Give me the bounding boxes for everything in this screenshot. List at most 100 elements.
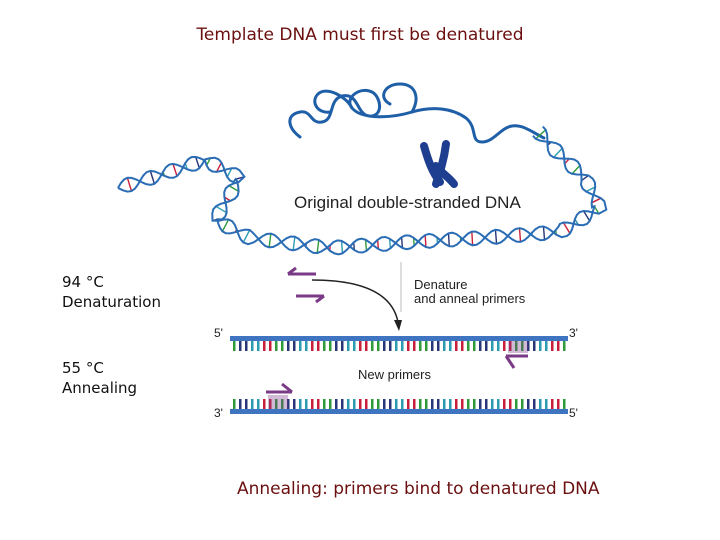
nucleotide-base [413, 399, 416, 409]
nucleotide-base [305, 399, 308, 409]
new-primers-label: New primers [358, 367, 431, 382]
nucleotide-base [359, 341, 362, 351]
helix-backbone [117, 125, 608, 256]
step-name: Annealing [62, 379, 138, 397]
helix-base-pair [471, 231, 474, 246]
nucleotide-base [557, 399, 560, 409]
helix-base-pair [194, 156, 201, 169]
nucleotide-base [269, 341, 272, 351]
helix-base-pair [172, 163, 178, 177]
nucleotide-base [485, 341, 488, 351]
nucleotide-base [317, 399, 320, 409]
helix-base-pair [268, 233, 272, 248]
helix-base-pair [581, 174, 589, 182]
slide-caption: Annealing: primers bind to denatured DNA [237, 479, 600, 499]
nucleotide-base [269, 399, 272, 409]
helix-base-pair [585, 186, 596, 193]
nucleotide-base [557, 341, 560, 351]
helix-base-pair [221, 219, 230, 232]
helix-base-pair [364, 239, 368, 251]
step-annealing: 55 °C Annealing [62, 358, 137, 398]
nucleotide-base [467, 399, 470, 409]
nucleotide-base [257, 341, 260, 351]
nucleotide-base [395, 399, 398, 409]
nucleotide-base [359, 399, 362, 409]
nucleotide-base [491, 341, 494, 351]
nucleotide-base [335, 399, 338, 409]
nucleotide-base [287, 399, 290, 409]
nucleotide-base [233, 341, 236, 351]
nucleotide-base [287, 341, 290, 351]
strand-top-5prime: 5' [214, 326, 223, 340]
nucleotide-base [419, 341, 422, 351]
nucleotide-base [389, 341, 392, 351]
nucleotide-base [515, 399, 518, 409]
nucleotide-base [503, 399, 506, 409]
nucleotide-base [281, 341, 284, 351]
nucleotide-base [437, 399, 440, 409]
helix-base-pair [562, 222, 571, 234]
nucleotide-base [407, 341, 410, 351]
nucleotide-base [461, 341, 464, 351]
helix-base-pair [376, 239, 380, 250]
nucleotide-base [473, 399, 476, 409]
helix-base-pair [535, 129, 547, 140]
helix-base-pair [400, 237, 404, 249]
nucleotide-base [521, 399, 524, 409]
helix-base-pair [316, 239, 320, 254]
nucleotide-base [365, 399, 368, 409]
nucleotide-base [503, 341, 506, 351]
step-temperature: 94 °C [62, 273, 104, 291]
top-strand-bases [233, 341, 566, 351]
strand-bottom-3prime: 3' [214, 406, 223, 420]
primer-icon [296, 294, 325, 304]
helix-base-pair [242, 229, 251, 243]
nucleotide-base [263, 341, 266, 351]
helix-base-pair [228, 184, 240, 193]
nucleotide-base [425, 399, 428, 409]
helix-backbone [117, 135, 597, 255]
nucleotide-base [293, 341, 296, 351]
nucleotide-base [263, 399, 266, 409]
nucleotide-base [413, 341, 416, 351]
nucleotide-base [455, 399, 458, 409]
nucleotide-base [353, 341, 356, 351]
helix-base-pair [591, 197, 602, 204]
strand-bottom-5prime: 5' [569, 406, 578, 420]
nucleotide-base [449, 399, 452, 409]
helix-base-pair [215, 162, 223, 173]
nucleotide-base [533, 341, 536, 351]
strand-top-3prime: 3' [569, 326, 578, 340]
nucleotide-base [479, 399, 482, 409]
denature-arrow [311, 279, 399, 323]
nucleotide-base [293, 399, 296, 409]
helix-base-pair [226, 167, 233, 178]
nucleotide-base [491, 399, 494, 409]
helix-base-pair [447, 233, 450, 247]
nucleotide-base [461, 399, 464, 409]
nucleotide-base [545, 341, 548, 351]
nucleotide-base [341, 341, 344, 351]
nucleotide-base [431, 399, 434, 409]
nucleotide-base [341, 399, 344, 409]
nucleotide-base [419, 399, 422, 409]
helix-base-pair [292, 236, 296, 251]
nucleotide-base [401, 399, 404, 409]
nucleotide-base [389, 399, 392, 409]
chromosome-icon [420, 140, 458, 188]
nucleotide-base [383, 399, 386, 409]
nucleotide-base [401, 341, 404, 351]
nucleotide-base [395, 341, 398, 351]
annealed-primer-right [504, 341, 528, 369]
nucleotide-base [281, 399, 284, 409]
nucleotide-base [383, 341, 386, 351]
nucleotide-base [371, 399, 374, 409]
helix-base-pair [494, 229, 498, 244]
nucleotide-base [347, 341, 350, 351]
nucleotide-base [233, 399, 236, 409]
nucleotide-base [539, 341, 542, 351]
nucleotide-base [251, 399, 254, 409]
helix-base-pair [388, 238, 392, 249]
helix-base-pair [149, 170, 156, 185]
